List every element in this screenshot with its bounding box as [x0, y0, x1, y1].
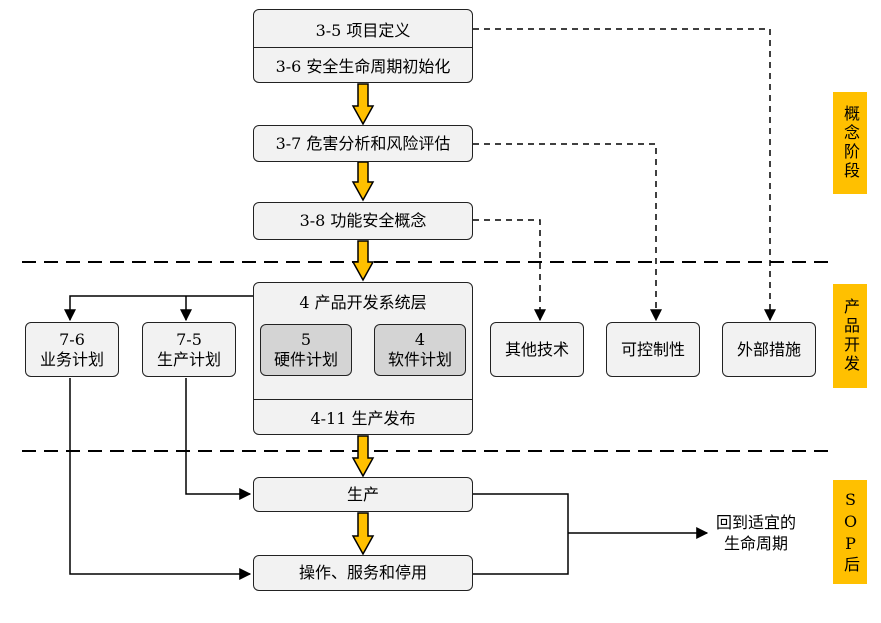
link-operation-to-return — [473, 533, 569, 575]
item-definition-label: 3-5 项目定义 — [315, 21, 411, 40]
production-box: 生产 — [253, 477, 473, 512]
software-plan-box: 4 软件计划 — [374, 324, 466, 376]
stage-label-concept: 概念阶段 — [833, 92, 867, 194]
business-plan-number: 7-6 — [59, 329, 85, 349]
production-plan-label: 生产计划 — [156, 349, 221, 369]
flow-arrow-4 — [351, 435, 375, 478]
dashed-link-other-tech — [473, 219, 546, 322]
business-plan-label: 业务计划 — [39, 349, 104, 369]
return-text-line-1: 回到适宜的 — [715, 513, 796, 532]
link-to-business-plan — [64, 295, 255, 322]
flow-arrows — [351, 83, 375, 556]
dashed-link-external-measures — [473, 28, 776, 322]
link-production-to-return — [473, 493, 569, 533]
controllability-box: 可控制性 — [606, 322, 700, 377]
production-release-label: 4-11 生产发布 — [310, 408, 416, 428]
production-plan-box: 7-5 生产计划 — [142, 322, 236, 377]
operation-service-decommission-box: 操作、服务和停用 — [253, 555, 473, 591]
hara-box: 3-7 危害分析和风险评估 — [253, 125, 473, 162]
other-technology-box: 其他技术 — [490, 322, 584, 377]
software-plan-label: 软件计划 — [387, 350, 452, 369]
link-business-plan-to-operation — [69, 378, 252, 580]
item-definition-divider — [254, 47, 472, 48]
functional-safety-concept-box: 3-8 功能安全概念 — [253, 202, 473, 240]
stage-label-post-sop: SOP后 — [833, 480, 867, 584]
flow-arrow-5 — [351, 512, 375, 556]
return-to-lifecycle-text: 回到适宜的 生命周期 — [708, 512, 804, 554]
flow-arrow-2 — [351, 161, 375, 202]
dashed-link-controllability — [473, 143, 662, 322]
external-measures-box: 外部措施 — [722, 322, 816, 377]
system-level-title: 4 产品开发系统层 — [299, 293, 427, 312]
hardware-plan-number: 5 — [300, 330, 312, 349]
flow-arrow-1 — [351, 83, 375, 126]
hardware-plan-box: 5 硬件计划 — [260, 324, 352, 376]
software-plan-number: 4 — [414, 330, 426, 349]
business-plan-box: 7-6 业务计划 — [25, 322, 119, 377]
flow-arrow-3 — [351, 240, 375, 282]
return-text-line-2: 生命周期 — [723, 534, 788, 553]
lifecycle-init-label: 3-6 安全生命周期初始化 — [275, 57, 451, 76]
production-plan-number: 7-5 — [176, 329, 202, 349]
system-level-divider — [254, 399, 472, 400]
hardware-plan-label: 硬件计划 — [273, 350, 338, 369]
link-production-plan-to-production — [185, 378, 252, 500]
item-definition-group: 3-5 项目定义 3-6 安全生命周期初始化 — [253, 9, 473, 83]
stage-label-development: 产品开发 — [833, 284, 867, 388]
